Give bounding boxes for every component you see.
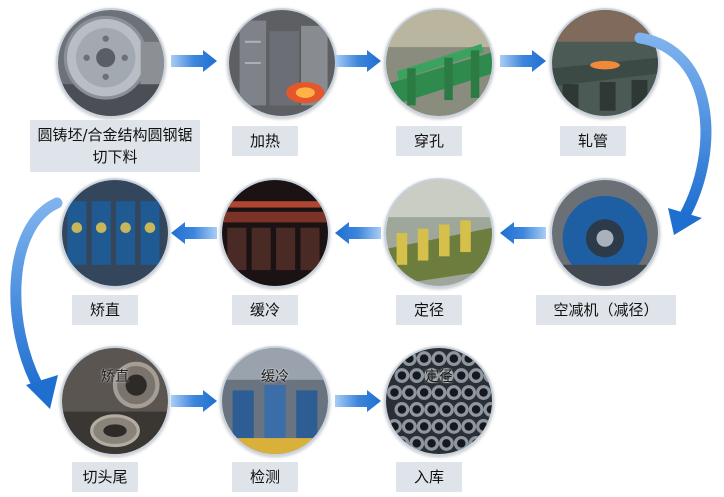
step-label-cut-ends: 切头尾 [72, 462, 138, 492]
reducing-mill-icon [550, 178, 660, 288]
step-label-straightening: 矫直 [72, 295, 138, 325]
step-heating [227, 8, 337, 118]
step-label-heating: 加热 [232, 126, 298, 156]
step-tube-rolling [550, 8, 660, 118]
step-sizing [384, 178, 494, 288]
step-label-tube-rolling: 轧管 [560, 126, 626, 156]
cooling-bed-icon [220, 178, 330, 288]
arrow-left-icon [500, 222, 546, 244]
inspection-icon [220, 346, 330, 456]
cut-ends-icon [60, 346, 170, 456]
step-straightening [60, 178, 170, 288]
furnace-icon [227, 8, 337, 118]
step-label-inspection: 检测 [232, 462, 298, 492]
step-label-sizing: 定径 [396, 295, 462, 325]
arrow-right-icon [335, 390, 381, 412]
curved-arrow-down-icon [10, 197, 63, 409]
straightener-icon [60, 178, 170, 288]
step-label-saw-cutting: 圆铸坯/合金结构圆钢锯切下料 [30, 120, 200, 172]
step-label-storage: 入库 [396, 462, 462, 492]
pipe-stack-icon [384, 346, 494, 456]
step-overlay-text: 矫直 [101, 369, 129, 385]
step-label-piercing: 穿孔 [396, 126, 462, 156]
step-label-reducing: 空减机（减径） [536, 295, 676, 325]
step-overlay-text: 定径 [425, 369, 453, 385]
saw-blade-icon [56, 8, 166, 118]
arrow-right-icon [500, 50, 546, 72]
arrow-left-icon [335, 222, 381, 244]
step-label-slow-cooling: 缓冷 [232, 295, 298, 325]
step-overlay-text: 缓冷 [261, 369, 289, 385]
arrow-left-icon [171, 222, 217, 244]
step-reducing [550, 178, 660, 288]
step-piercing [384, 8, 494, 118]
piercing-mill-icon [384, 8, 494, 118]
step-inspection: 缓冷 [220, 346, 330, 456]
arrow-right-icon [335, 50, 381, 72]
step-cut-ends: 矫直 [60, 346, 170, 456]
step-storage: 定径 [384, 346, 494, 456]
arrow-right-icon [171, 50, 217, 72]
sizing-mill-icon [384, 178, 494, 288]
curved-arrow-down-icon [634, 32, 712, 235]
arrow-right-icon [171, 390, 217, 412]
step-saw-cutting [56, 8, 166, 118]
step-slow-cooling [220, 178, 330, 288]
